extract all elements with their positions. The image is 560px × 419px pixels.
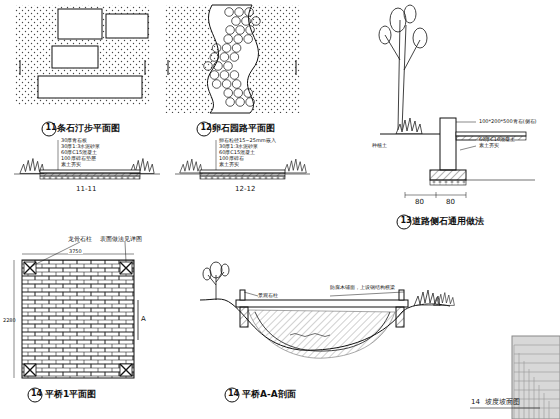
layer-note: 素土夯实: [61, 162, 81, 167]
part-note: 防腐木铺面，上设钢结构横梁: [330, 285, 395, 290]
layer-note: 卵石粒径15~25mm嵌入: [219, 138, 276, 143]
section-mark: A: [141, 316, 146, 323]
section-mark: 11-11: [76, 186, 96, 193]
drawing-title: 道路侧石通用做法: [412, 217, 484, 226]
layer-note: 100厚碎石: [219, 156, 244, 161]
drawing-title: 卵石园路平面图: [212, 124, 275, 133]
layer-note: 60厚C15混凝土: [219, 150, 255, 155]
drawing-title: 平桥A-A剖面: [242, 390, 296, 399]
callout-number: 11: [46, 124, 57, 132]
layer-note: 100*200*500青石(侧石): [479, 119, 537, 124]
layer-note: 30厚1:3水泥砂浆: [61, 144, 100, 149]
section-mark: 12-12: [235, 186, 255, 193]
layer-note: 30厚1:3水泥砂浆: [219, 144, 258, 149]
part-note: 表面做法见详图: [100, 236, 142, 242]
callout-number: 13: [401, 217, 412, 225]
drawing-title: 坡度坡面图: [485, 399, 520, 406]
layer-note: 30厚青石板: [61, 138, 87, 143]
callout-number: 12: [201, 124, 212, 132]
layer-note: 种植土: [372, 143, 387, 148]
drawing-title: 平桥1平面图: [45, 390, 96, 399]
callout-number: 14: [228, 390, 239, 398]
layer-note: 素土夯实: [479, 143, 499, 148]
dimension: 2280: [3, 318, 16, 323]
dimension: 80: [446, 199, 455, 206]
part-note: 景观石柱: [258, 293, 278, 298]
part-note: 龙骨石柱: [68, 236, 92, 242]
callout-number: 14: [471, 399, 480, 406]
layer-note: 100厚碎石垫层: [61, 156, 96, 161]
dimension: 3750: [68, 249, 83, 254]
layer-note: 60厚C10混凝土: [479, 137, 515, 142]
layer-note: 素土夯实: [219, 162, 239, 167]
drawing-title: 条石汀步平面图: [57, 124, 120, 133]
dimension: 80: [415, 199, 424, 206]
layer-note: 60厚C15混凝土: [61, 150, 97, 155]
callout-number: 14: [31, 390, 42, 398]
